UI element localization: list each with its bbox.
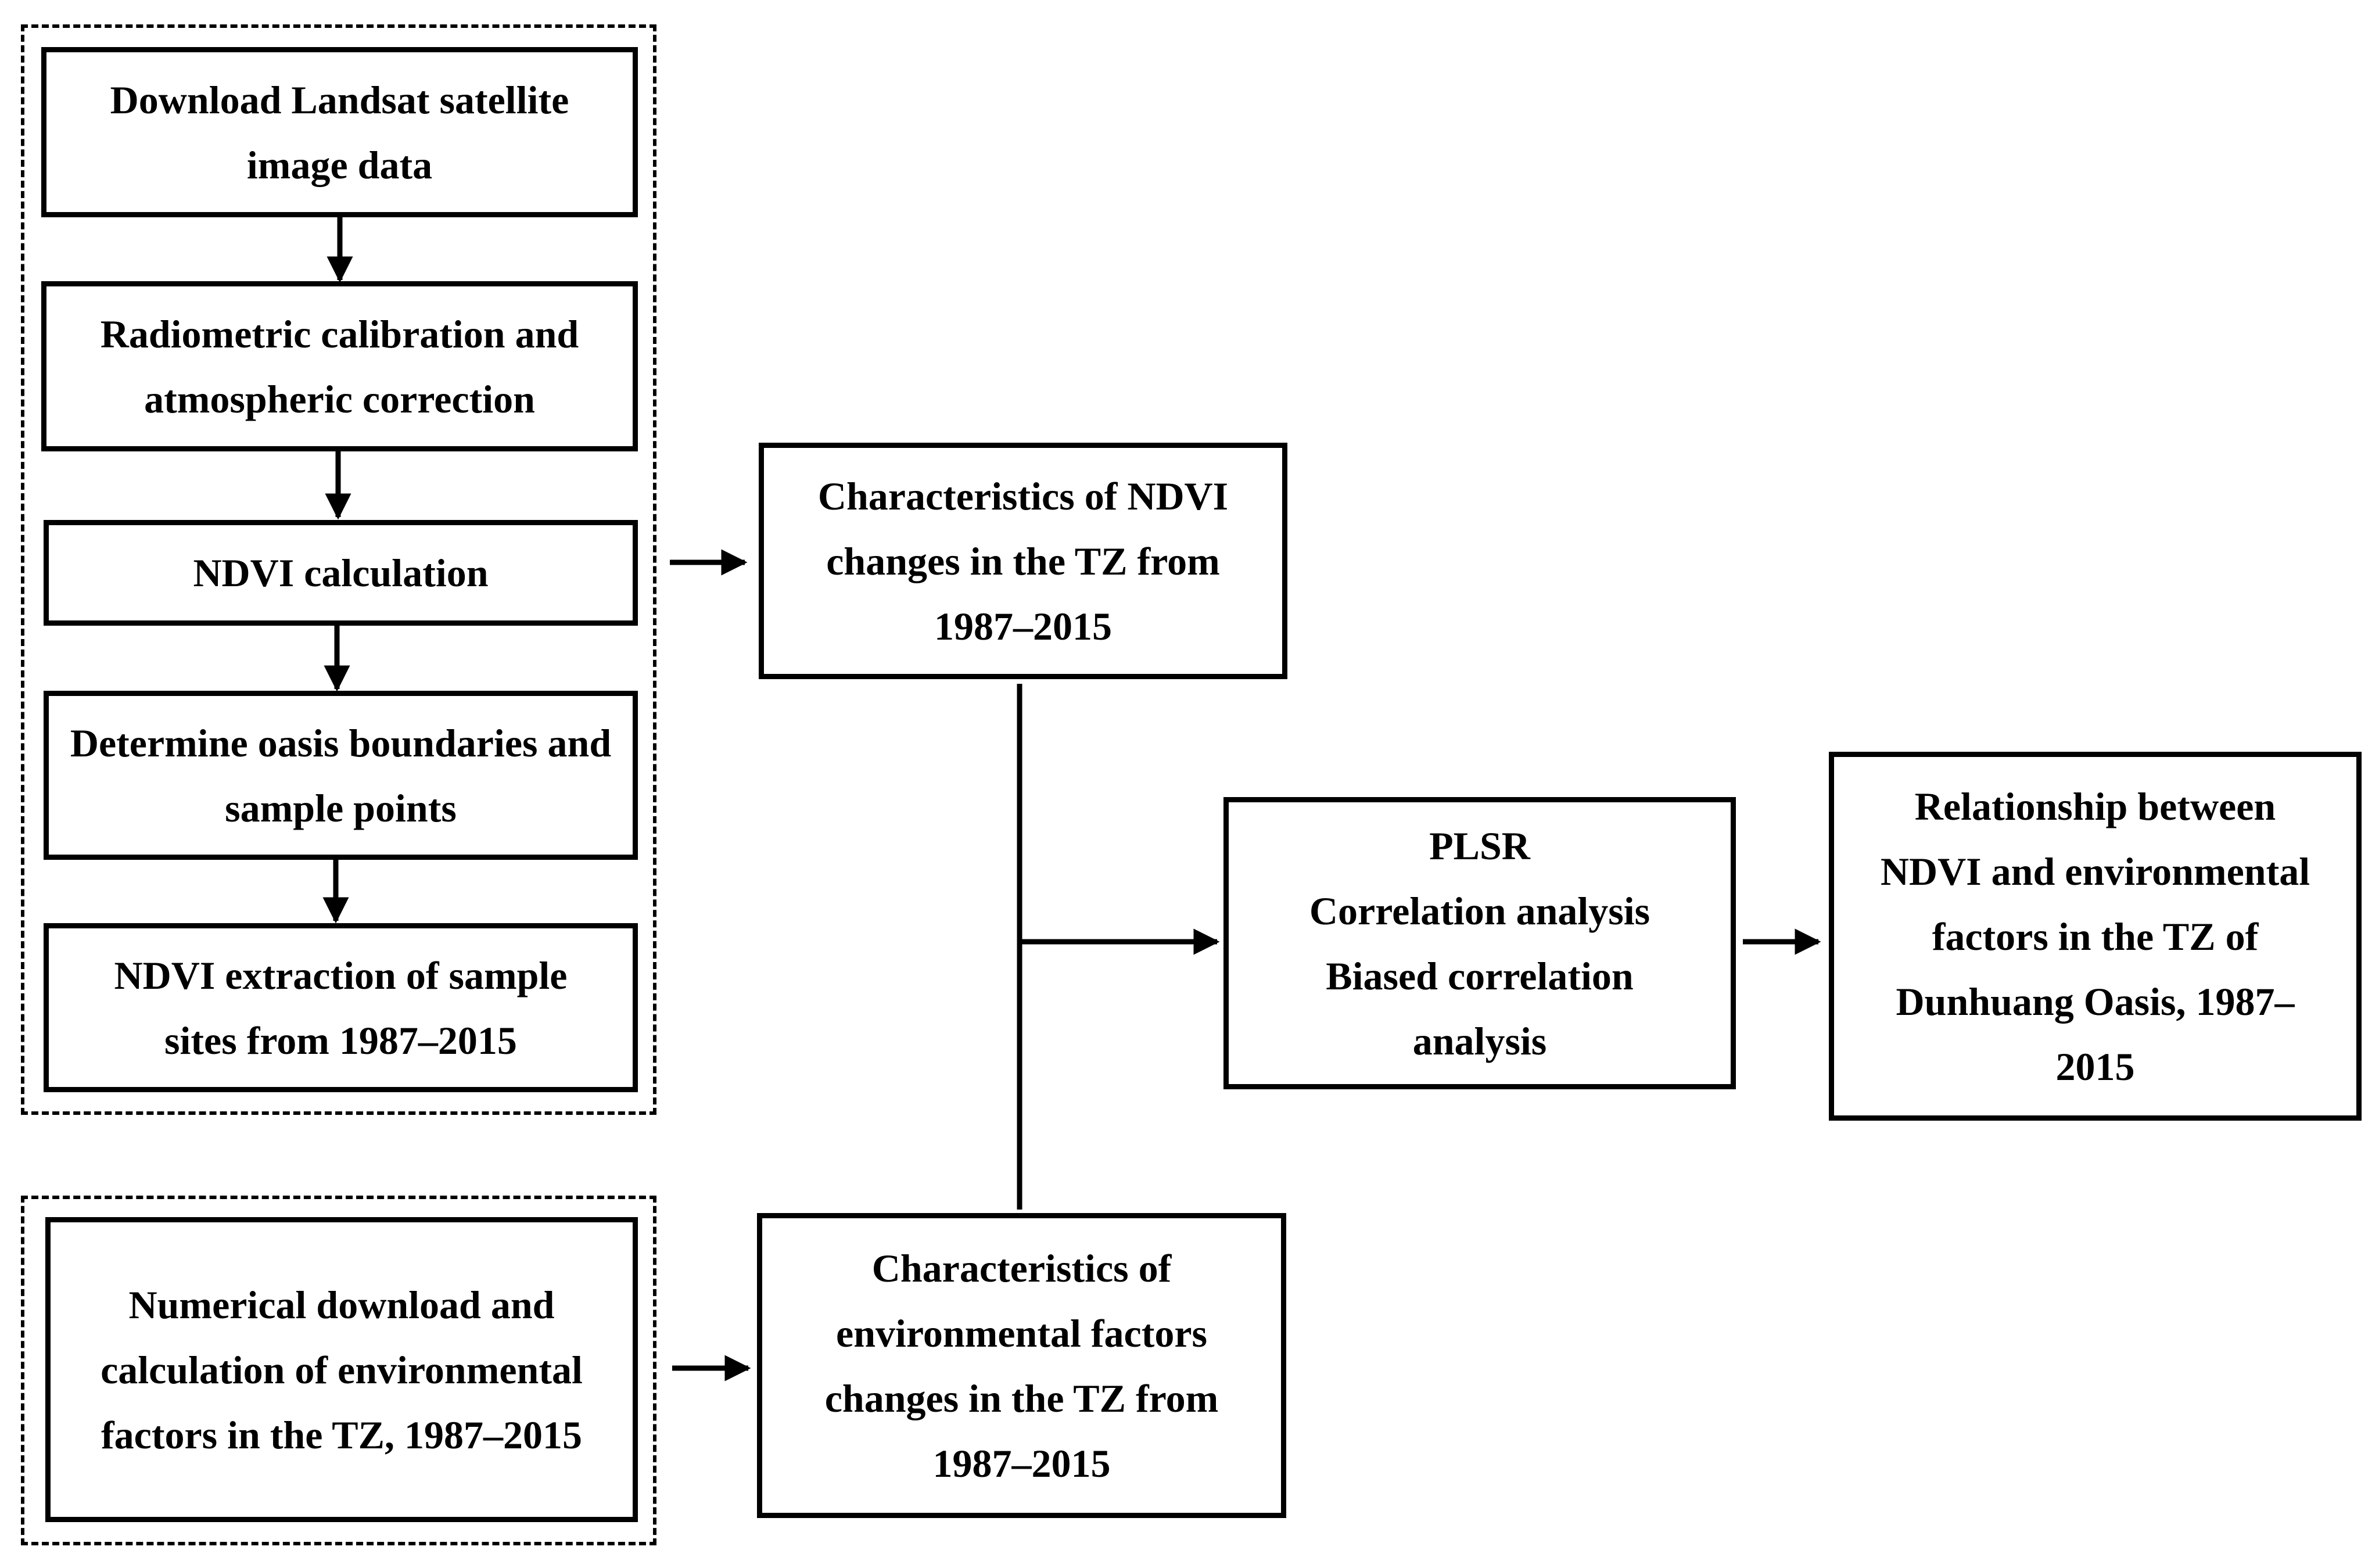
analysis-line-2: Correlation analysis xyxy=(1309,888,1650,933)
env-changes-label: Characteristics of environmental factors… xyxy=(824,1246,1219,1486)
boundaries-box: Determine oasis boundaries and sample po… xyxy=(44,691,638,860)
download-box: Download Landsat satellite image data xyxy=(41,47,638,217)
conclusion-label: Relationship between NDVI and environmen… xyxy=(1880,784,2310,1089)
analysis-line-1: PLSR xyxy=(1429,823,1530,868)
download-label: Download Landsat satellite image data xyxy=(110,77,569,187)
env-download-box: Numerical download and calculation of en… xyxy=(45,1217,638,1522)
analysis-box: PLSR Correlation analysis Biased correla… xyxy=(1223,797,1736,1089)
radiometric-label: Radiometric calibration and atmospheric … xyxy=(100,311,579,421)
env-download-label: Numerical download and calculation of en… xyxy=(101,1282,583,1457)
ndvi-calculation-box: NDVI calculation xyxy=(44,520,638,626)
analysis-line-3: Biased correlation xyxy=(1326,953,1634,998)
environmental-group xyxy=(21,1196,656,1545)
conclusion-box: Relationship between NDVI and environmen… xyxy=(1829,752,2362,1121)
remote-sensing-group xyxy=(21,24,656,1115)
ndvi-calculation-label: NDVI calculation xyxy=(193,551,489,595)
extraction-label: NDVI extraction of sample sites from 198… xyxy=(114,953,568,1063)
boundaries-label: Determine oasis boundaries and sample po… xyxy=(70,720,612,830)
env-changes-box: Characteristics of environmental factors… xyxy=(757,1213,1286,1518)
analysis-line-4: analysis xyxy=(1412,1018,1547,1063)
ndvi-changes-label: Characteristics of NDVI changes in the T… xyxy=(817,473,1229,648)
extraction-box: NDVI extraction of sample sites from 198… xyxy=(44,923,638,1092)
radiometric-box: Radiometric calibration and atmospheric … xyxy=(41,281,638,451)
ndvi-changes-box: Characteristics of NDVI changes in the T… xyxy=(759,443,1287,679)
